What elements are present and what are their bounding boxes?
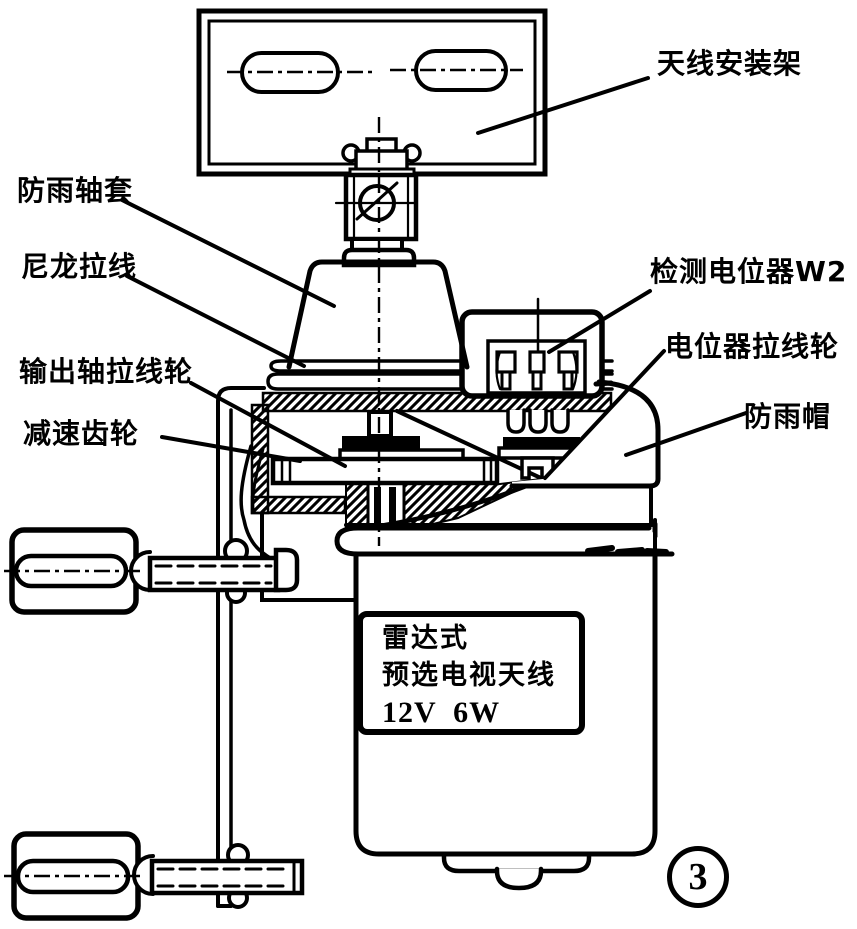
leader-output-pulley <box>189 381 347 468</box>
cord-span-line <box>395 409 545 481</box>
nameplate-box <box>357 611 585 735</box>
pot-pins <box>495 350 579 391</box>
leader-reduction-gear <box>160 435 302 463</box>
leader-rain-cap <box>624 411 748 457</box>
pot-pulley-hub <box>520 456 555 480</box>
leader-lines <box>120 76 748 480</box>
callout-output-pulley: 输出轴拉线轮 <box>19 355 194 388</box>
hatched-bottom-band <box>250 495 347 515</box>
motor-bottom-dome <box>494 866 544 891</box>
callout-reduction-gear: 减速齿轮 <box>23 417 140 450</box>
pot-paren-right <box>571 350 578 391</box>
nameplate-power: 12V 6W <box>382 696 501 729</box>
callout-rain-cap: 防雨帽 <box>744 400 832 433</box>
nameplate-line2: 预选电视天线 <box>382 660 556 691</box>
pot-pulley-disc <box>503 437 580 448</box>
upper-rod <box>147 555 281 593</box>
upper-rod-threads <box>154 564 273 585</box>
callout-antenna-bracket: 天线安装架 <box>657 47 803 80</box>
nameplate: 雷达式 预选电视天线 12V 6W <box>382 620 556 731</box>
callout-pot-pulley: 电位器拉线轮 <box>665 330 840 363</box>
mount-plate-lower <box>266 372 614 391</box>
gear-end-caps <box>280 457 493 485</box>
motor-bracket <box>260 511 359 602</box>
pot-box-inner <box>486 339 587 395</box>
nylon-cord-run <box>239 444 279 564</box>
shaft-spline-b <box>389 487 396 531</box>
callout-nylon-cord: 尼龙拉线 <box>21 250 138 283</box>
pot-terminal-tab-1 <box>506 408 526 434</box>
callout-detect-pot: 检测电位器W2 <box>650 255 848 288</box>
upper-rod-cap <box>273 547 300 593</box>
pot-terminal-tab-2 <box>528 408 548 434</box>
leader-pot-pulley <box>543 349 666 480</box>
leader-rain-sleeve <box>120 198 336 308</box>
leader-nylon-cord <box>125 274 306 368</box>
mount-plate-upper <box>269 359 614 373</box>
motor-body <box>334 485 675 891</box>
lower-rod-threads <box>156 867 290 888</box>
motor-flange <box>334 525 675 557</box>
output-pulley-disc <box>342 436 420 450</box>
lower-rod <box>149 858 305 896</box>
leader-antenna-bracket <box>476 76 650 135</box>
shaft-spline-a <box>374 487 381 531</box>
axis-lines <box>4 68 523 878</box>
nut-body <box>354 149 409 172</box>
pot-terminal-tab-3 <box>550 408 570 434</box>
nameplate-line1: 雷达式 <box>382 623 469 654</box>
pivot-slash <box>355 181 399 221</box>
pot-paren-left <box>495 350 502 391</box>
callout-rain-sleeve: 防雨轴套 <box>17 174 134 207</box>
figure-number-badge: 3 <box>667 846 729 908</box>
deck-smudge <box>593 380 614 387</box>
rain-sleeve-cone <box>286 259 470 370</box>
top-assembly <box>196 8 548 370</box>
leader-detect-pot <box>547 289 652 354</box>
rain-cap-fill <box>512 382 658 486</box>
reduction-gear-bar <box>270 456 500 486</box>
flange-smudges <box>585 545 669 555</box>
potentiometer-box <box>459 297 605 399</box>
pot-pulley-assembly <box>497 408 586 480</box>
support-bar <box>216 386 266 908</box>
